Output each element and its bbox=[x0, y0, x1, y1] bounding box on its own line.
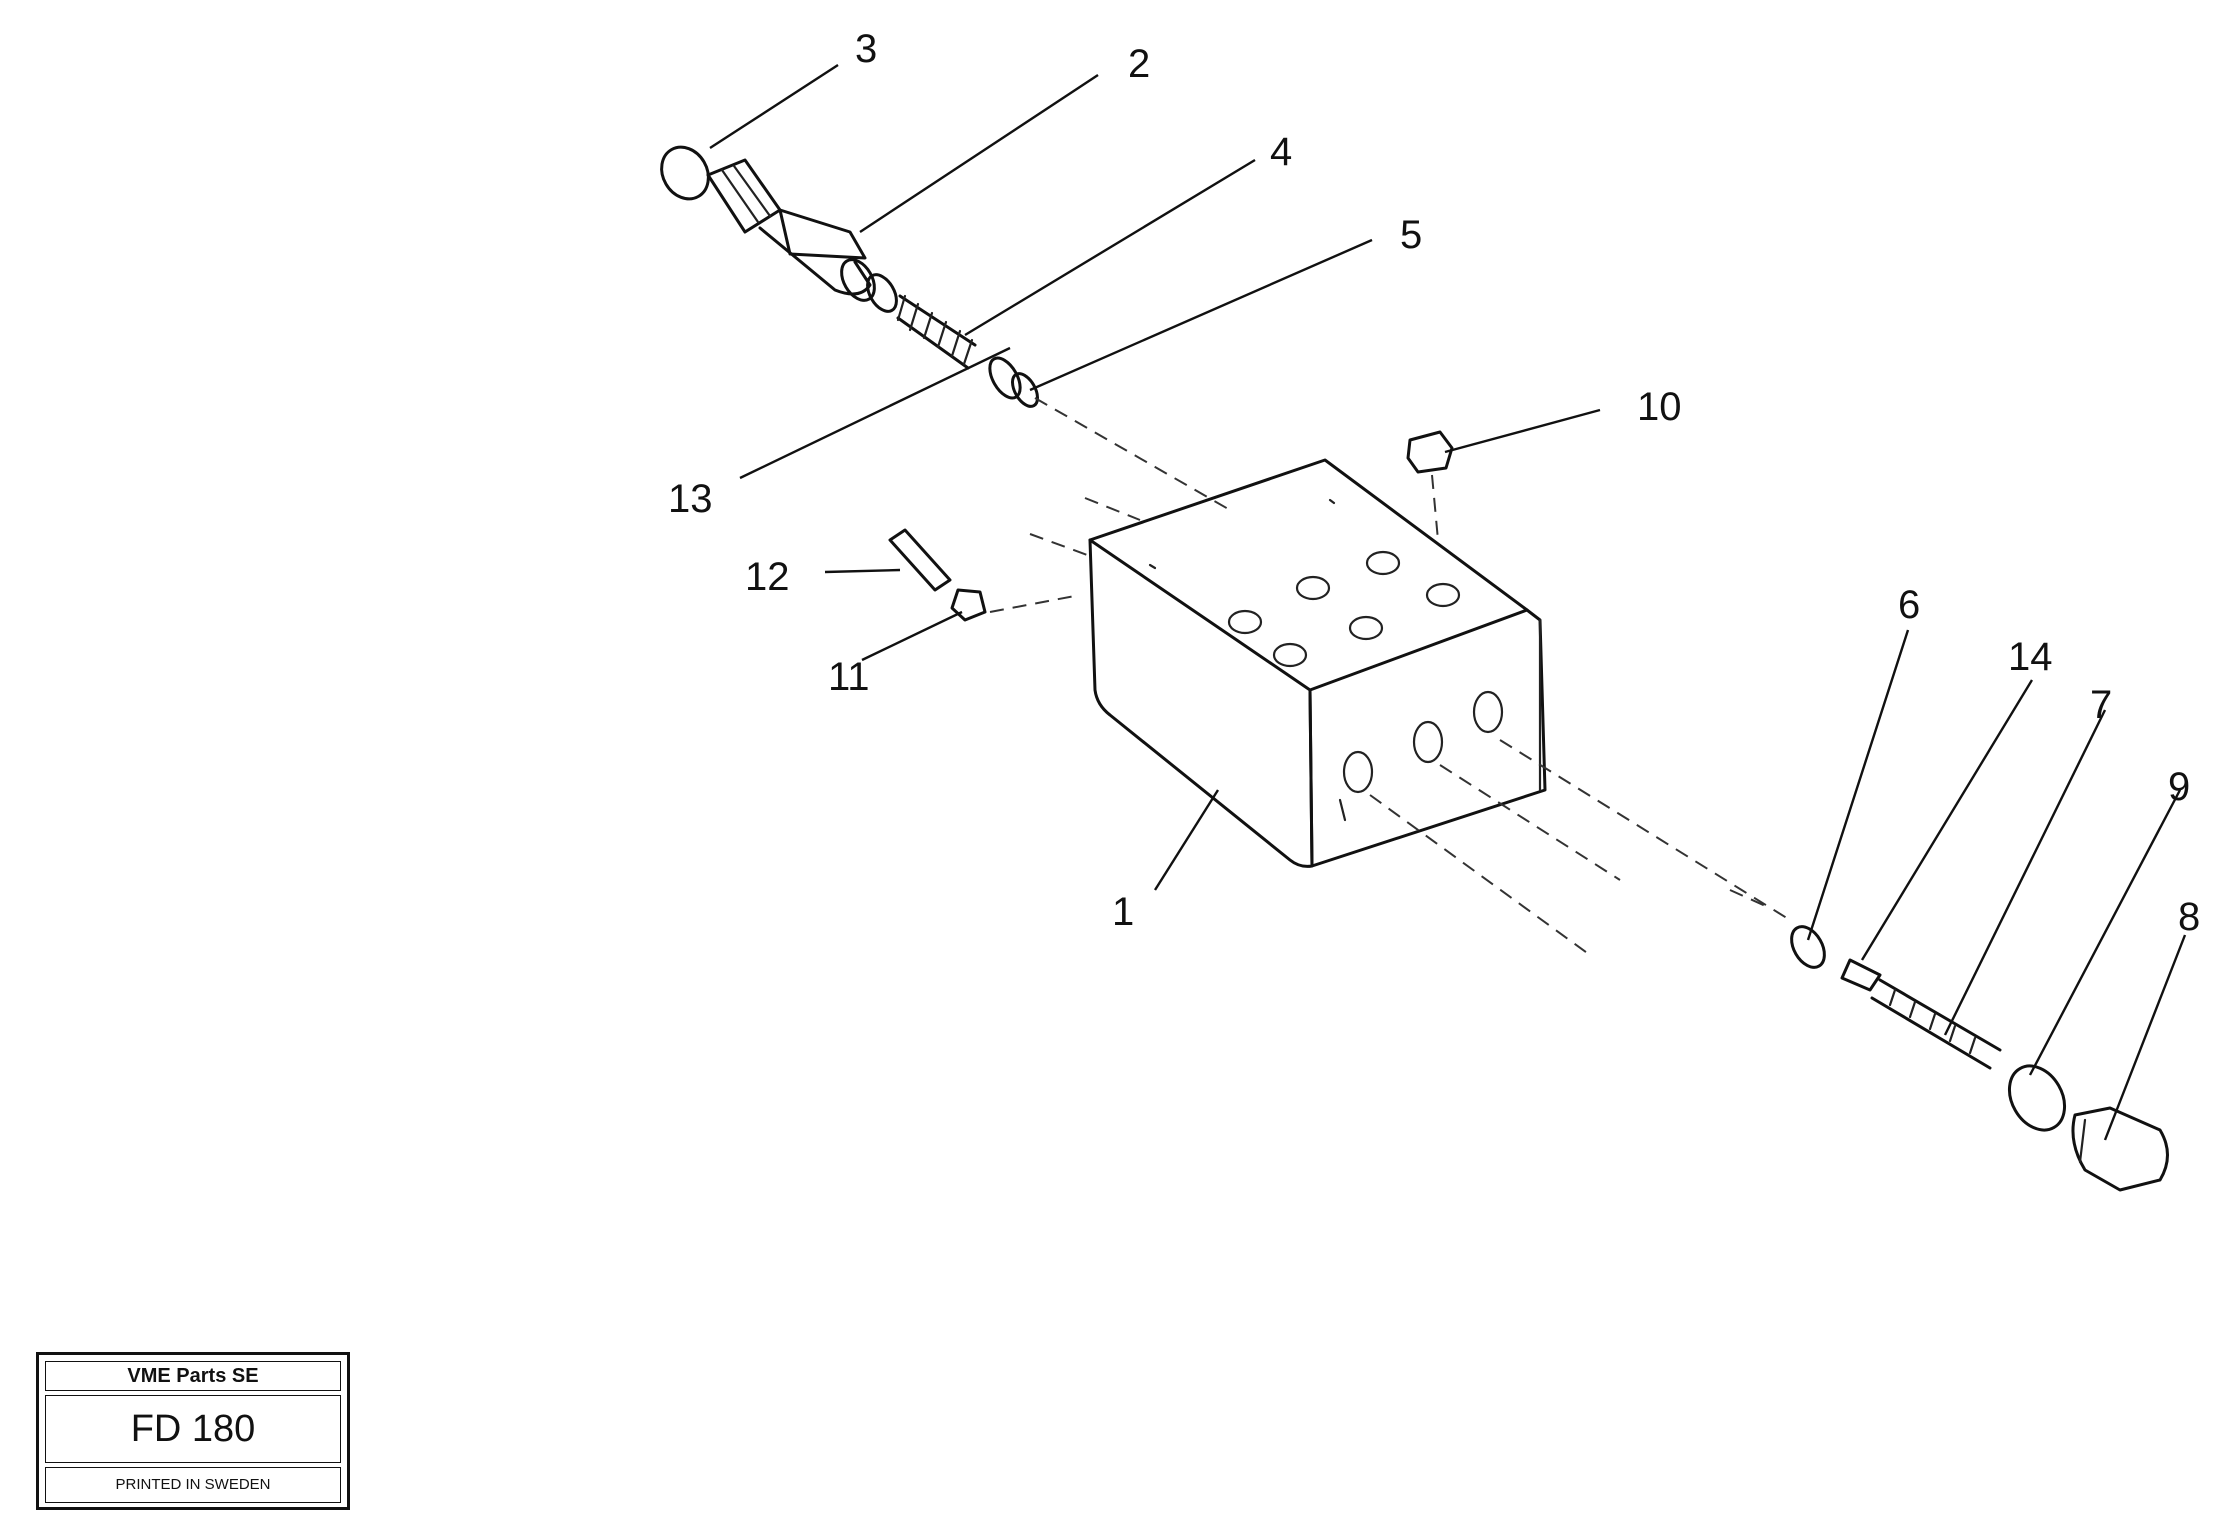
right-part-stack bbox=[1729, 889, 2169, 1192]
title-block-header: VME Parts SE bbox=[45, 1361, 341, 1391]
axis-port-2 bbox=[1439, 764, 1621, 881]
callout-7: 7 bbox=[2090, 683, 2112, 727]
callout-14: 14 bbox=[2008, 635, 2053, 679]
title-block-code: FD 180 bbox=[45, 1395, 341, 1463]
callout-2: 2 bbox=[1128, 42, 1150, 86]
callout-4: 4 bbox=[1270, 130, 1292, 174]
callout-6: 6 bbox=[1898, 583, 1920, 627]
cartridge-assembly bbox=[660, 145, 1231, 511]
callout-12: 12 bbox=[745, 555, 790, 599]
title-block: VME Parts SE FD 180 PRINTED IN SWEDEN bbox=[36, 1352, 350, 1510]
callout-8: 8 bbox=[2178, 895, 2200, 939]
leader-lines bbox=[709, 63, 2187, 1141]
valve-block bbox=[1088, 458, 1547, 868]
callout-5: 5 bbox=[1400, 213, 1422, 257]
screw-parts-11-12 bbox=[888, 497, 1141, 622]
title-block-footer: PRINTED IN SWEDEN bbox=[45, 1467, 341, 1503]
callout-10: 10 bbox=[1637, 385, 1682, 429]
callout-13: 13 bbox=[668, 477, 713, 521]
callout-11: 11 bbox=[828, 655, 870, 699]
axis-port-1 bbox=[1369, 794, 1591, 956]
plug-part-10 bbox=[1406, 430, 1454, 541]
callout-1: 1 bbox=[1112, 890, 1134, 934]
callout-9: 9 bbox=[2168, 765, 2190, 809]
callout-3: 3 bbox=[855, 27, 877, 71]
axis-port-3 bbox=[1499, 739, 1791, 921]
